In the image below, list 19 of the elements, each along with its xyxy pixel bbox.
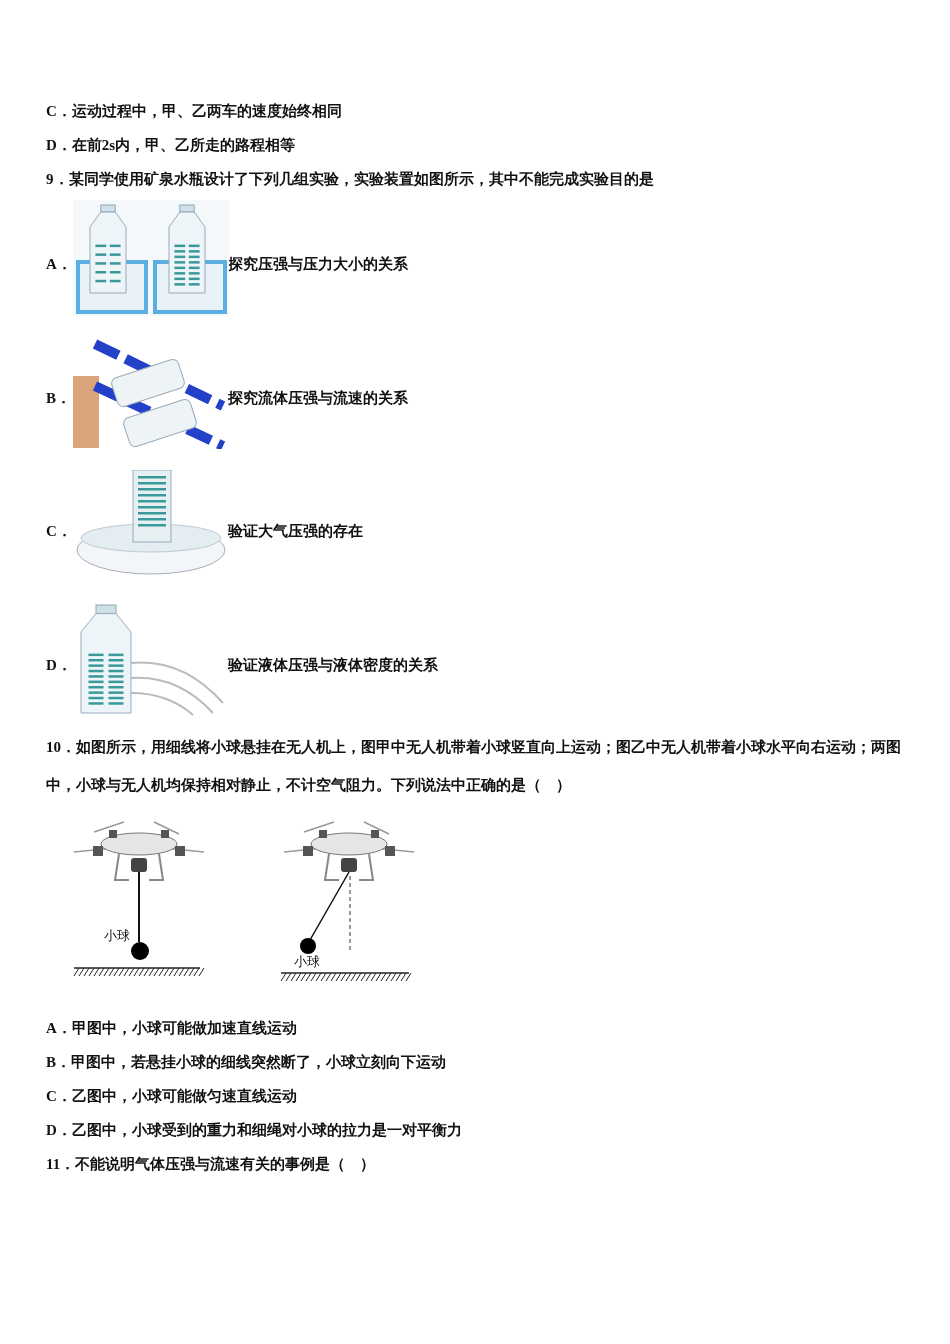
option-letter: B． [46, 389, 71, 408]
option-text: D．乙图中，小球受到的重力和细绳对小球的拉力是一对平衡力 [46, 1121, 462, 1140]
option-text: 探究压强与压力大小的关系 [228, 255, 408, 274]
option-text: B．甲图中，若悬挂小球的细线突然断了，小球立刻向下运动 [46, 1053, 446, 1072]
option-letter: C． [46, 522, 72, 541]
option-text: 探究流体压强与流速的关系 [228, 389, 408, 408]
option-text: C．运动过程中，甲、乙两车的速度始终相同 [46, 102, 342, 121]
option-letter: D． [46, 656, 72, 675]
option-text: 验证大气压强的存在 [228, 522, 363, 541]
option-text: C．乙图中，小球可能做匀速直线运动 [46, 1087, 297, 1106]
option-text: 验证液体压强与液体密度的关系 [228, 656, 438, 675]
question-text: 10．如图所示，用细线将小球悬挂在无人机上，图甲中无人机带着小球竖直向上运动；图乙中无人机带着小球水平向右运动；两图中，小球与无人机均保持相对静止，不计空气阻力。下列说法中正确的是（ ） [46, 738, 902, 795]
option-letter: A． [46, 255, 72, 274]
question-text: 11．不能说明气体压强与流速有关的事例是（ ） [46, 1155, 376, 1174]
question-text: 9．某同学使用矿泉水瓶设计了下列几组实验，实验装置如图所示，其中不能完成实验目的是 [46, 170, 654, 189]
option-text: A．甲图中，小球可能做加速直线运动 [46, 1019, 297, 1038]
figure-label: 小球 [294, 953, 320, 971]
figure-label: 小球 [104, 927, 130, 945]
option-text: D．在前2s内，甲、乙所走的路程相等 [46, 136, 296, 155]
